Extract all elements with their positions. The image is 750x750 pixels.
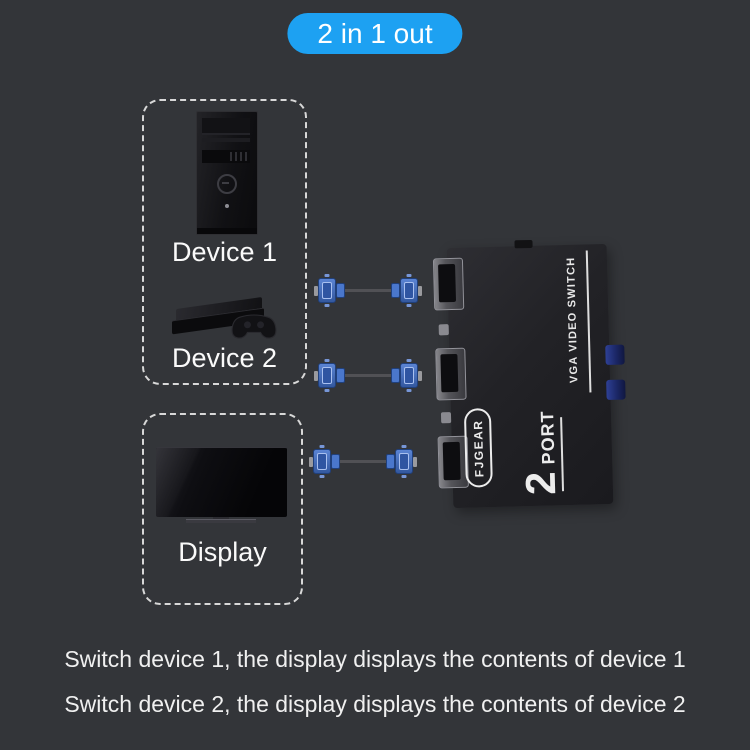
vga-plug-tip-icon: [413, 456, 417, 467]
vga-plug-icon: [313, 449, 331, 474]
port-screw-post: [438, 324, 449, 336]
brand-logo: FJGEAR: [463, 408, 493, 488]
vga-plug-tip-icon: [314, 370, 318, 381]
vga-plug-icon: [400, 278, 418, 303]
vga-plug-icon: [318, 278, 336, 303]
brand-logo-text: FJGEAR: [470, 418, 487, 477]
vga-plug-nose-icon: [331, 454, 340, 469]
port-label-rule: [560, 417, 565, 492]
tower-vents: [230, 152, 247, 161]
vga-plug-tip-icon: [418, 285, 422, 296]
port-count-number: 2: [516, 470, 565, 496]
vga-plug-nose-icon: [391, 368, 400, 383]
tower-optical-drive: [202, 138, 250, 142]
device1-label: Device 1: [171, 237, 278, 267]
tv-icon: [156, 447, 287, 527]
port-screw-post: [440, 412, 452, 424]
tower-base: [197, 228, 257, 234]
tv-screen: [156, 447, 287, 517]
cable-wire: [345, 289, 391, 292]
switch-type-block: VGA VIDEO SWITCH: [501, 248, 645, 392]
vga-port-1: [432, 257, 465, 311]
display-group: Display: [142, 413, 303, 605]
vga-plug-tip-icon: [314, 285, 318, 296]
tower-drive-bay: [202, 118, 250, 135]
vga-plug-icon: [318, 363, 336, 388]
device2-label: Device 2: [171, 343, 278, 373]
vga-port-2: [435, 347, 467, 401]
caption-line-2: Switch device 2, the display displays th…: [64, 691, 686, 717]
cable-wire: [345, 374, 391, 377]
vga-plug-nose-icon: [391, 283, 400, 298]
vga-cable-3: [309, 449, 417, 474]
vga-plug-nose-icon: [336, 283, 345, 298]
tv-stand-nub: [213, 517, 229, 521]
switch-type-label: VGA VIDEO SWITCH: [564, 256, 581, 384]
badge-label: 2 in 1 out: [317, 18, 433, 49]
switch-top-nub: [514, 239, 533, 249]
select-button-1: [605, 344, 625, 366]
tv-stand-bar: [186, 520, 256, 523]
source-devices-group: Device 1 Device 2: [142, 99, 307, 385]
header-badge: 2 in 1 out: [287, 13, 463, 54]
tower-logo: [217, 174, 237, 194]
display-label: Display: [178, 537, 267, 567]
vga-plug-tip-icon: [418, 370, 422, 381]
tower-vent-band: [202, 150, 250, 163]
type-label-rule: [585, 250, 592, 393]
select-button-2: [606, 379, 626, 401]
vga-plug-icon: [395, 449, 413, 474]
vga-plug-nose-icon: [336, 368, 345, 383]
vga-plug-icon: [400, 363, 418, 388]
game-controller-icon: [231, 314, 277, 339]
vga-plug-nose-icon: [386, 454, 395, 469]
vga-cable-1: [314, 278, 422, 303]
game-console-icon: [172, 293, 284, 345]
cable-wire: [340, 460, 386, 463]
vga-switch-device: FJGEAR 2 PORT VGA VIDEO SWITCH: [432, 239, 626, 509]
tower-power-led: [225, 204, 229, 208]
caption-line-1: Switch device 1, the display displays th…: [64, 646, 686, 672]
port-count-word: PORT: [536, 410, 559, 465]
vga-cable-2: [314, 363, 422, 388]
vga-plug-tip-icon: [309, 456, 313, 467]
desktop-tower-icon: [196, 111, 258, 235]
